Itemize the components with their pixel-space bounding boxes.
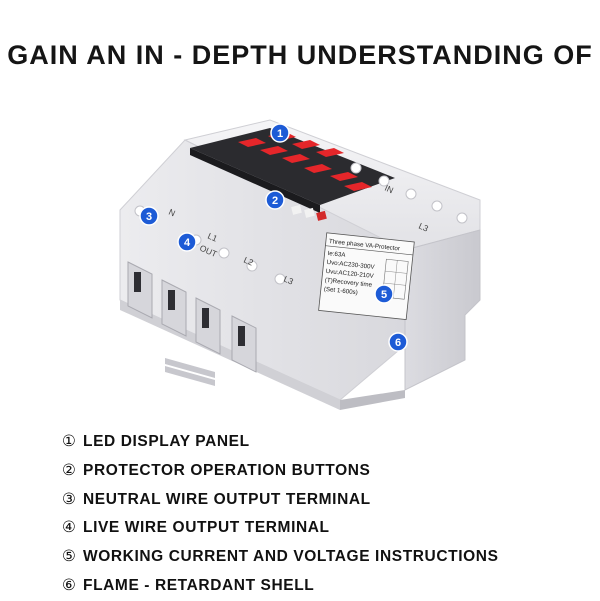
legend-item: ③ NEUTRAL WIRE OUTPUT TERMINAL <box>62 486 499 515</box>
terminal-label-in: IN <box>383 183 395 196</box>
callout-number: 4 <box>184 237 191 249</box>
legend-item: ① LED DISPLAY PANEL <box>62 428 499 457</box>
callout-badge-1: 1 <box>270 123 290 143</box>
legend-number: ⑥ <box>62 576 77 594</box>
legend-number: ④ <box>62 519 77 537</box>
callout-badge-4: 4 <box>177 232 197 252</box>
terminal-label-l1: L1 <box>206 231 219 244</box>
page-title: GAIN AN IN - DEPTH UNDERSTANDING OF <box>7 40 593 70</box>
legend-text: LIVE WIRE OUTPUT TERMINAL <box>83 519 330 537</box>
legend-number: ① <box>62 433 77 450</box>
callout-number: 1 <box>277 128 283 140</box>
callout-number: 6 <box>395 337 401 349</box>
callout-badge-6: 6 <box>388 332 408 352</box>
legend-text: LED DISPLAY PANEL <box>83 433 250 450</box>
legend-number: ② <box>62 461 77 479</box>
legend-number: ③ <box>62 490 77 508</box>
terminal-label-n: N <box>167 207 177 219</box>
callout-badge-2: 2 <box>265 190 285 210</box>
terminal-label-l3-top: L3 <box>417 221 430 234</box>
callout-badge-5: 5 <box>374 284 394 304</box>
operation-buttons <box>291 204 327 221</box>
callout-number: 3 <box>146 211 152 223</box>
protector-device-illustration: Three phase VA-Protector Ie:63A Uvo:AC23… <box>119 119 481 410</box>
legend-item: ⑤ WORKING CURRENT AND VOLTAGE INSTRUCTION… <box>62 543 499 572</box>
callout-number: 5 <box>381 289 387 301</box>
feature-legend: ① LED DISPLAY PANEL ② PROTECTOR OPERATION … <box>62 428 499 601</box>
output-terminals <box>127 261 257 386</box>
legend-text: FLAME - RETARDANT SHELL <box>83 576 315 594</box>
terminal-label-l3: L3 <box>282 274 295 287</box>
legend-text: WORKING CURRENT AND VOLTAGE INSTRUCTIONS <box>83 548 499 566</box>
legend-item: ⑥ FLAME - RETARDANT SHELL <box>62 572 499 601</box>
callout-badge-3: 3 <box>139 206 159 226</box>
product-label: Three phase VA-Protector Ie:63A Uvo:AC23… <box>318 232 415 321</box>
terminal-label-l2: L2 <box>242 255 255 268</box>
callout-badges: 1 2 3 4 5 6 <box>139 123 408 352</box>
legend-number: ⑤ <box>62 548 77 566</box>
label-line: (T)Recovery time <box>324 277 372 289</box>
label-line: Ie:63A <box>327 250 346 259</box>
callout-number: 2 <box>272 195 278 207</box>
label-line: (Set 1-600s) <box>323 286 358 297</box>
legend-text: NEUTRAL WIRE OUTPUT TERMINAL <box>83 490 371 508</box>
legend-item: ④ LIVE WIRE OUTPUT TERMINAL <box>62 514 499 543</box>
legend-text: PROTECTOR OPERATION BUTTONS <box>83 461 371 479</box>
legend-item: ② PROTECTOR OPERATION BUTTONS <box>62 457 499 486</box>
